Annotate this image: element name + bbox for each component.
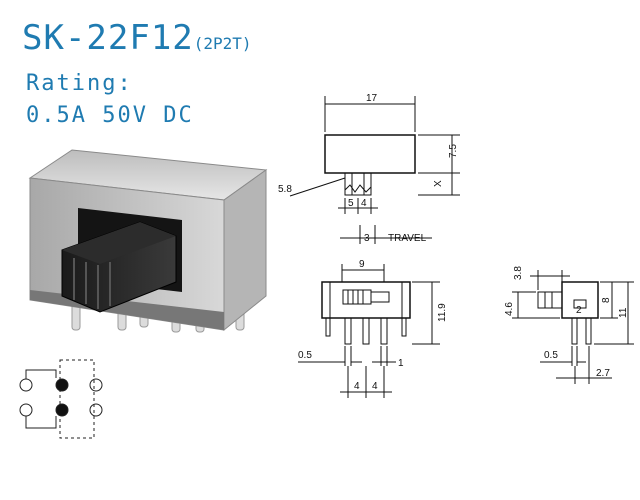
dim-x: X — [433, 180, 444, 187]
dim-travel-3: 3 — [364, 233, 370, 244]
dim-width-17: 17 — [366, 93, 378, 104]
dim-body-height-8: 8 — [601, 297, 612, 303]
dim-mid-2: 2 — [576, 305, 582, 316]
dim-actuator-3-8: 3.8 — [513, 266, 524, 280]
dim-pitch-4b: 4 — [372, 381, 378, 392]
common-terminal — [55, 378, 69, 392]
dim-5: 5 — [348, 198, 354, 209]
dim-4: 4 — [361, 198, 367, 209]
product-photo — [28, 149, 268, 333]
dim-pin-pitch-2-7: 2.7 — [596, 368, 610, 379]
common-terminal — [55, 403, 69, 417]
rating-label: Rating: — [26, 71, 133, 96]
dim-pitch-4a: 4 — [354, 381, 360, 392]
contact-terminal — [19, 378, 33, 392]
circuit-schematic — [19, 359, 103, 439]
dim-height-7-5: 7.5 — [448, 144, 459, 158]
dim-pin-0-5: 0.5 — [298, 350, 312, 361]
rating-value: 0.5A 50V DC — [26, 103, 194, 128]
dim-actuator-5-8: 5.8 — [278, 184, 292, 195]
side-view-drawing — [512, 270, 634, 384]
pole-throw-config: (2P2T) — [193, 34, 252, 53]
contact-terminal — [89, 378, 103, 392]
dim-total-height-11: 11 — [618, 307, 629, 318]
front-view-drawing — [298, 264, 440, 398]
contact-terminal — [19, 403, 33, 417]
dim-actuator-4-6: 4.6 — [504, 302, 515, 316]
rating-block: Rating: 0.5A 50V DC — [26, 68, 194, 132]
model-number: SK-22F12 — [22, 18, 194, 58]
photo-actuator-knob — [61, 221, 177, 313]
dim-body-width-9: 9 — [359, 259, 365, 270]
product-title: SK-22F12(2P2T) — [22, 18, 252, 58]
slider-outline-dashed — [59, 359, 95, 439]
contact-terminal — [89, 403, 103, 417]
dim-pin-0-5-side: 0.5 — [544, 350, 558, 361]
dim-height-11-9: 11.9 — [437, 303, 448, 322]
top-view-drawing — [289, 96, 460, 244]
travel-label: TRAVEL — [388, 233, 427, 244]
dim-pin-offset-1: 1 — [398, 358, 404, 369]
